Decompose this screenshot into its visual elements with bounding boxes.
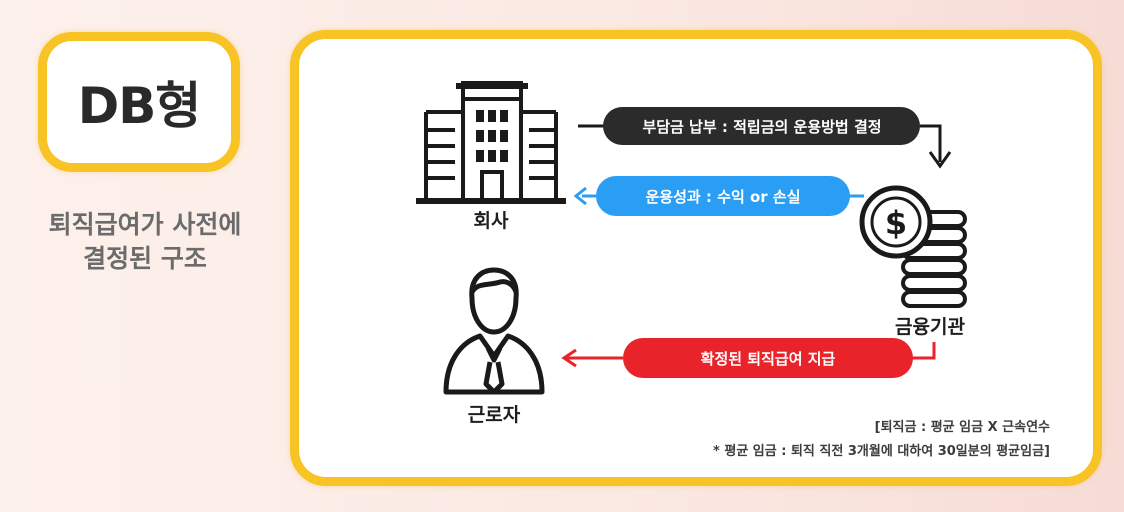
footnote-formula: [퇴직금 : 평균 임금 X 근속연수 — [875, 419, 1050, 435]
financial-institution-label: 금융기관 — [895, 316, 965, 338]
subtitle-line-2: 결정된 구조 — [83, 244, 207, 273]
subtitle-line-1: 퇴직급여가 사전에 — [48, 210, 242, 239]
performance-flow: 운용성과 : 수익 or 손실 — [573, 176, 864, 216]
diagram-panel — [290, 30, 1102, 486]
footnote-average-wage: * 평균 임금 : 퇴직 직전 3개월에 대하여 30일분의 평균임금] — [713, 443, 1050, 459]
worker-icon — [443, 267, 545, 395]
page-title: DB형 — [77, 77, 202, 135]
subtitle: 퇴직급여가 사전에 결정된 구조 — [22, 208, 268, 276]
dollar-sign-icon: $ — [885, 204, 907, 242]
benefit-flow: 확정된 퇴직급여 지급 — [561, 338, 936, 378]
building-icon — [416, 81, 566, 204]
coin-stack-icon — [859, 185, 967, 308]
payment-flow-label: 부담금 납부 : 적립금의 운용방법 결정 — [642, 118, 881, 136]
title-box: DB형 — [38, 32, 240, 172]
performance-flow-label: 운용성과 : 수익 or 손실 — [646, 188, 801, 206]
worker-label: 근로자 — [468, 404, 521, 426]
company-label: 회사 — [474, 210, 509, 232]
payment-flow: 부담금 납부 : 적립금의 운용방법 결정 — [578, 107, 952, 169]
benefit-flow-label: 확정된 퇴직급여 지급 — [701, 350, 836, 368]
